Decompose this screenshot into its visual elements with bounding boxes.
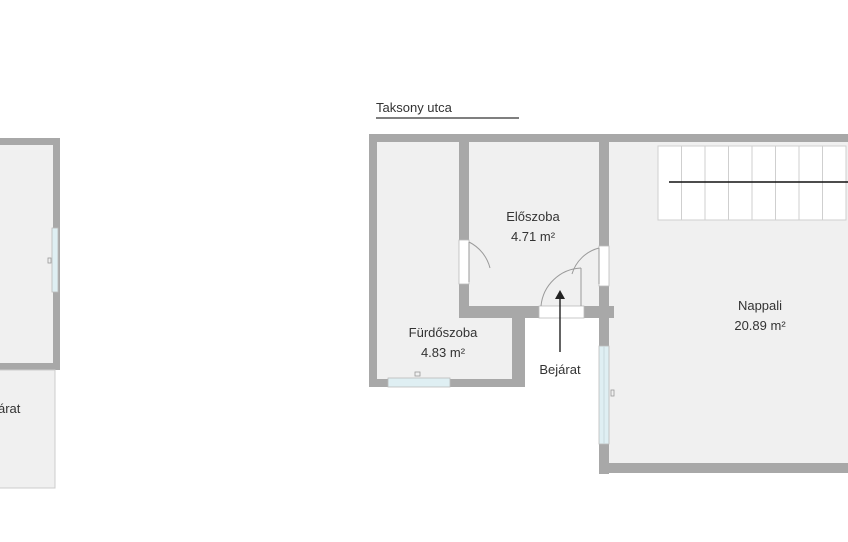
stair-tread (775, 145, 800, 221)
street-label: Taksony utca (376, 100, 519, 119)
stair-tread (681, 145, 706, 221)
door-bath-swing (468, 241, 491, 269)
entrance-arrow-head (555, 290, 565, 299)
eloszoba-area: 4.71 m² (511, 229, 556, 244)
street-name: Taksony utca (376, 100, 453, 115)
door-living-swing (571, 247, 600, 275)
left-partial-plan: árat (0, 138, 60, 489)
bath-window-handle (414, 371, 421, 377)
stair-tread (798, 145, 823, 221)
bath-window (387, 377, 451, 388)
wall-living-left-mid (599, 286, 609, 346)
furdoszoba-name: Fürdőszoba (409, 325, 478, 340)
furdoszoba-floor-ext (466, 311, 516, 381)
eloszoba-name: Előszoba (506, 209, 560, 224)
stair-tread (751, 145, 776, 221)
nappali-name: Nappali (738, 298, 782, 313)
living-window-handle (610, 389, 615, 397)
stair-tread (704, 145, 729, 221)
entrance-door-opening (538, 305, 585, 319)
left-window-handle (47, 257, 52, 264)
left-lower-room (0, 369, 56, 489)
entrance-door-swing (540, 267, 582, 307)
wall-hall-left-upper (459, 134, 469, 240)
left-partial-label: árat (0, 401, 21, 416)
entrance-label: Bejárat (539, 362, 581, 377)
wall-hall-bottom-left (459, 306, 539, 318)
door-living-opening (598, 245, 610, 287)
wall-left (369, 134, 377, 386)
main-plan: Előszoba 4.71 m² Fürdőszoba 4.83 m² Napp… (369, 134, 848, 474)
left-room-wall-top (0, 138, 60, 145)
left-room-wall-bottom (0, 363, 60, 370)
wall-living-left-upper (599, 134, 609, 246)
furdoszoba-floor (376, 141, 466, 381)
stair-tread (657, 145, 682, 221)
nappali-area: 20.89 m² (734, 318, 786, 333)
wall-living-bottom (599, 463, 848, 473)
wall-bath-right (512, 311, 525, 387)
furdoszoba-area: 4.83 m² (421, 345, 466, 360)
left-window (51, 227, 59, 293)
eloszoba-floor (466, 141, 606, 311)
stair-tread (822, 145, 847, 221)
stairs (657, 145, 847, 221)
door-bath-opening (458, 239, 470, 285)
stair-tread (728, 145, 753, 221)
wall-hall-left-lower (459, 284, 469, 318)
left-room-floor (0, 138, 60, 370)
wall-living-left-lower (599, 444, 609, 474)
